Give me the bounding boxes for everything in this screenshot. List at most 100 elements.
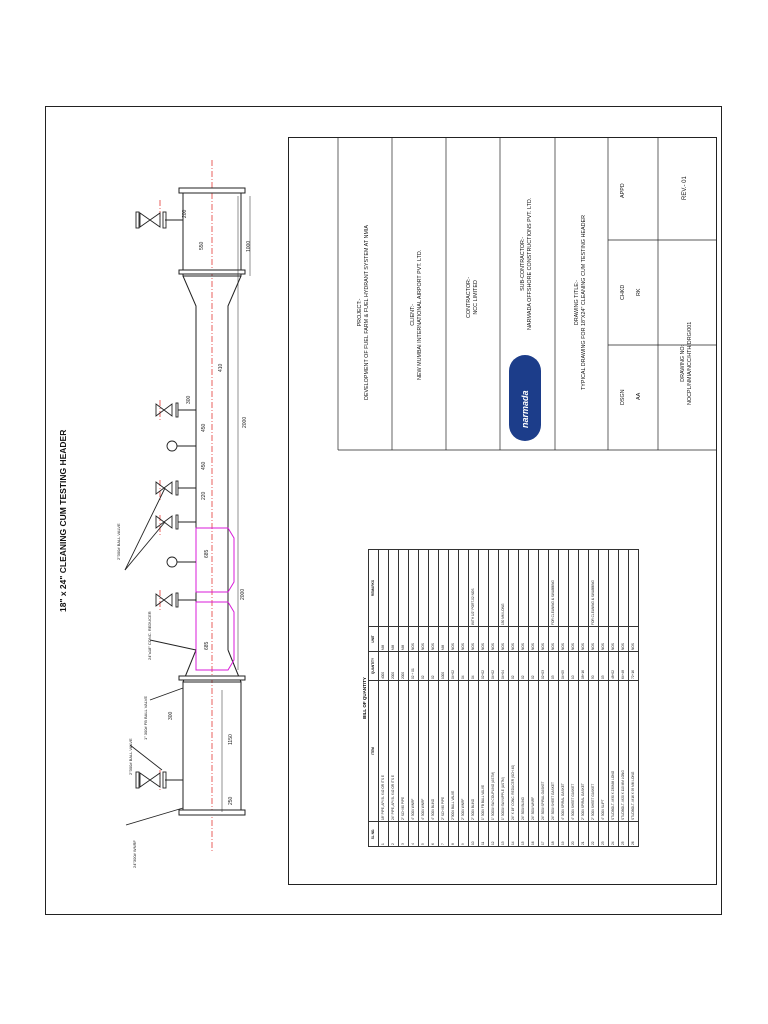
client-block: CLIENT:- NEW MUMBAI INTERNATIONAL AIRPOR… bbox=[410, 249, 423, 380]
boq-cell bbox=[568, 549, 579, 627]
boq-cell bbox=[618, 549, 629, 627]
boq-header-cell: UNIT bbox=[368, 626, 379, 652]
boq-cell: 24" PIPE, API 5L X42 OR ITS E bbox=[388, 680, 399, 822]
boq-cell: 2" 300# WNRF bbox=[458, 680, 469, 822]
svg-text:1000: 1000 bbox=[246, 241, 252, 252]
boq-cell: 10 bbox=[568, 651, 579, 681]
boq-cell: 7 bbox=[438, 821, 449, 847]
boq-cell: 22 bbox=[588, 821, 599, 847]
boq-cell: 14 bbox=[508, 821, 519, 847]
svg-text:685: 685 bbox=[204, 549, 210, 558]
boq-cell: 02 bbox=[428, 651, 439, 681]
boq-cell: 2" SCH 80 PIPE bbox=[438, 680, 449, 822]
contractor-block: CONTRACTOR:- NCC LIMITED bbox=[466, 276, 479, 318]
boq-cell bbox=[478, 549, 489, 627]
svg-text:410: 410 bbox=[218, 363, 224, 372]
boq-cell: 04 bbox=[458, 651, 469, 681]
boq-cell: MM bbox=[438, 626, 449, 652]
boq-cell: WITH 1/2" PORT-02 NOS bbox=[468, 549, 479, 627]
boq-cell: NOS bbox=[548, 626, 559, 652]
boq-cell: 02 + 01 bbox=[408, 651, 419, 681]
boq-cell: 11 bbox=[478, 821, 489, 847]
boq-cell: NOS bbox=[518, 626, 529, 652]
boq-cell: 2 bbox=[388, 821, 399, 847]
boq-cell: 64+48 bbox=[618, 651, 629, 681]
boq-cell: NOS bbox=[488, 626, 499, 652]
boq-cell: NOS bbox=[618, 626, 629, 652]
boq-cell: 24 bbox=[608, 821, 619, 847]
boq-cell: 4" 300# SPIRAL GASKET bbox=[558, 680, 569, 822]
boq-cell: 04 bbox=[468, 651, 479, 681]
svg-text:685: 685 bbox=[204, 641, 210, 650]
svg-text:220: 220 bbox=[201, 491, 207, 500]
boq-cell: 23 bbox=[598, 821, 609, 847]
swab-markers bbox=[195, 527, 235, 671]
boq-cell: NOS bbox=[598, 626, 609, 652]
boq-cell bbox=[458, 549, 469, 627]
boq-cell: 2" 300# SHEET GASKET bbox=[588, 680, 599, 822]
boq-cell: 150 MM LONG bbox=[498, 549, 509, 627]
boq-cell bbox=[428, 549, 439, 627]
boq-cell bbox=[538, 549, 549, 627]
chkd-value: RK bbox=[636, 288, 642, 297]
boq-cell: MM bbox=[388, 626, 399, 652]
boq-cell: 03 bbox=[598, 651, 609, 681]
boq-cell: 1 bbox=[378, 821, 389, 847]
boq-cell: NOS bbox=[528, 626, 539, 652]
chkd-label: CHKD bbox=[620, 284, 626, 300]
boq-header-cell: SL NO. bbox=[368, 821, 379, 847]
boq-cell: 48+02 bbox=[608, 651, 619, 681]
boq-cell: MM bbox=[398, 626, 409, 652]
boq-cell bbox=[488, 549, 499, 627]
boq-cell bbox=[518, 549, 529, 627]
boq-cell: 18 bbox=[548, 821, 559, 847]
boq-cell: 16 bbox=[528, 821, 539, 847]
boq-cell: 04+02 bbox=[488, 651, 499, 681]
boq-cell: STUDBOLT- M20 X 110 MM LONG bbox=[618, 680, 629, 822]
boq-cell: 24" 300# BLIND bbox=[518, 680, 529, 822]
boq-cell: 6 bbox=[428, 821, 439, 847]
boq-cell: 02+03 bbox=[538, 651, 549, 681]
boq-cell: NOS bbox=[408, 626, 419, 652]
boq-cell: NOS bbox=[558, 626, 569, 652]
boq-cell bbox=[528, 549, 539, 627]
subcontractor-block: SUB-CONTRACTOR:- NARMADA OFFSHORE CONSTR… bbox=[520, 197, 533, 330]
boq-cell: 15 bbox=[518, 821, 529, 847]
boq-cell: 4" 300# WNRF bbox=[408, 680, 419, 822]
boq-cell: STUDBOLT- M30 X 230MM LONG bbox=[608, 680, 619, 822]
svg-text:2000: 2000 bbox=[242, 417, 248, 428]
boq-cell: 72+16 bbox=[628, 651, 639, 681]
svg-text:300: 300 bbox=[168, 711, 174, 720]
boq-header-cell: REMARKS bbox=[368, 549, 379, 627]
boq-cell: 3 bbox=[398, 821, 409, 847]
dimension-texts: 250 1150 300 685 2000 685 220 450 450 30… bbox=[168, 209, 252, 805]
boq-header-cell: QUANTITY bbox=[368, 651, 379, 681]
boq-cell: NOS bbox=[628, 626, 639, 652]
boq-cell: 12 bbox=[488, 821, 499, 847]
boq-cell: 5 bbox=[418, 821, 429, 847]
boq-cell bbox=[398, 549, 409, 627]
boq-cell: 50 bbox=[588, 651, 599, 681]
boq-cell: 2" SCH 80 PIPE bbox=[398, 680, 409, 822]
pipe-outline bbox=[178, 187, 246, 816]
boq-cell: 18" PIPE, API 5L X42 OR ITS E bbox=[378, 680, 389, 822]
boq-cell: MM bbox=[378, 626, 389, 652]
boq-cell: NOS bbox=[418, 626, 429, 652]
